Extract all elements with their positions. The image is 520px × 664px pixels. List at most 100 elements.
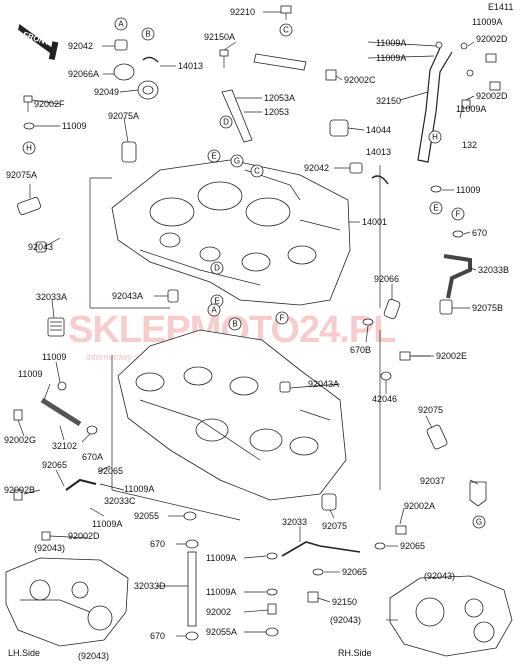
rh-side-inset <box>389 575 513 657</box>
label-12053: 12053 <box>264 107 289 117</box>
label-11009a-l: 11009A <box>92 519 122 529</box>
label-92002c: 92002C <box>344 75 376 85</box>
label-92066a: 92066A <box>68 69 99 79</box>
label-92065-l: 92065 <box>42 460 67 470</box>
label-670-d: 670 <box>150 631 165 641</box>
label-92043-lh-top: (92043) <box>34 543 65 553</box>
label-92065-r2: 92065 <box>342 567 367 577</box>
label-92002a: 92002A <box>404 501 435 511</box>
label-11009a-m: 11009A <box>124 484 154 494</box>
label-rh-side: RH.Side <box>338 648 372 658</box>
label-11009a-r: 11009A <box>456 104 486 114</box>
label-92075b: 92075B <box>472 303 503 313</box>
front-label: FRONT <box>22 30 51 47</box>
label-11009-left: 11009 <box>62 121 86 131</box>
label-32150: 32150 <box>376 96 401 106</box>
label-92055: 92055 <box>134 511 159 521</box>
label-11009a-tr3: 11009A <box>376 53 406 63</box>
svg-text:H: H <box>26 144 32 153</box>
label-92150: 92150 <box>332 597 357 607</box>
label-92049: 92049 <box>94 87 119 97</box>
ref-b-top: B <box>141 27 155 41</box>
label-92066: 92066 <box>374 274 399 284</box>
label-92055a: 92055A <box>206 627 237 637</box>
upper-crankcase <box>111 159 351 306</box>
label-92043-rh-bottom: (92043) <box>330 615 361 625</box>
label-14013-top: 14013 <box>178 61 203 71</box>
label-92002d-2: 92002D <box>476 91 508 101</box>
label-42046: 42046 <box>372 394 397 404</box>
label-92043-rh-top: (92043) <box>424 571 455 581</box>
label-92210: 92210 <box>230 7 255 17</box>
svg-text:E: E <box>211 152 216 161</box>
svg-text:A: A <box>211 306 217 315</box>
ref-g-bottom: G <box>472 515 486 529</box>
ref-c-1: C <box>250 164 264 178</box>
label-11009-ml: 11009 <box>42 352 66 362</box>
ref-circles: A B C D H E G C H E F D E A B F G <box>22 17 486 529</box>
ref-d-mid: D <box>210 261 224 275</box>
ref-d-top: D <box>219 115 233 129</box>
svg-text:G: G <box>476 518 482 527</box>
lh-side-inset <box>5 557 129 647</box>
svg-text:D: D <box>214 264 220 273</box>
label-92075a-left: 92075A <box>6 170 37 180</box>
svg-text:C: C <box>283 26 289 35</box>
svg-text:B: B <box>145 30 150 39</box>
svg-text:F: F <box>456 210 461 219</box>
label-92065-r: 92065 <box>400 541 425 551</box>
label-11009a-b: 11009A <box>206 553 236 563</box>
label-670-right: 670 <box>472 228 487 238</box>
label-11009a-tr2: 11009A <box>376 38 406 48</box>
svg-text:E: E <box>214 297 219 306</box>
label-670b: 670B <box>350 345 371 355</box>
label-14044: 14044 <box>366 125 391 135</box>
label-92002b: 92002B <box>4 485 35 495</box>
label-92002e: 92002E <box>436 351 467 361</box>
label-14001: 14001 <box>362 217 387 227</box>
label-11009-ml2: 11009 <box>18 369 42 379</box>
label-11009a-b2: 11009A <box>206 587 236 597</box>
leader-lines <box>17 11 479 637</box>
label-92150a: 92150A <box>204 32 235 42</box>
label-92002: 92002 <box>206 607 231 617</box>
label-670a: 670A <box>82 452 103 462</box>
label-132: 132 <box>462 140 477 150</box>
ref-h-left: H <box>22 141 36 155</box>
label-14013-right: 14013 <box>366 147 391 157</box>
label-92075-right: 92075 <box>418 405 443 415</box>
ref-e-right: E <box>429 201 443 215</box>
label-92043a-mid: 92043A <box>308 379 339 389</box>
label-92002d-l: 92002D <box>68 531 100 541</box>
part-labels: 92210 92042 92150A 14013 92066A 92049 12… <box>4 7 509 661</box>
svg-text:E: E <box>433 204 438 213</box>
label-92042-top: 92042 <box>68 41 93 51</box>
label-92037: 92037 <box>420 476 445 486</box>
svg-text:A: A <box>118 20 124 29</box>
upper-frame <box>89 165 381 309</box>
svg-text:D: D <box>223 118 229 127</box>
label-lh-side: LH.Side <box>8 648 40 658</box>
ref-a-mid: A <box>207 303 221 317</box>
label-92065-l2: 92065 <box>98 466 123 476</box>
svg-text:H: H <box>432 133 438 142</box>
front-arrow: FRONT <box>18 23 59 61</box>
label-11009-right: 11009 <box>456 185 480 195</box>
label-92002d-1: 92002D <box>476 34 508 44</box>
label-92002f: 92002F <box>34 99 65 109</box>
ref-g-1: G <box>230 154 244 168</box>
ref-b-mid: B <box>228 317 242 331</box>
diagram-id: E1411 <box>488 2 513 12</box>
ref-c-top: C <box>279 23 293 37</box>
ref-f-right: F <box>451 207 465 221</box>
ref-h-right: H <box>428 130 442 144</box>
ref-f-mid: F <box>275 311 289 325</box>
label-32033a: 32033A <box>36 292 67 302</box>
label-92043a-center: 92043A <box>112 291 143 301</box>
lower-crankcase <box>117 329 347 501</box>
label-92042-right: 92042 <box>304 163 329 173</box>
label-92002g: 92002G <box>4 435 36 445</box>
label-670-c: 670 <box>150 539 165 549</box>
label-92043-lh-bottom: (92043) <box>78 651 109 661</box>
